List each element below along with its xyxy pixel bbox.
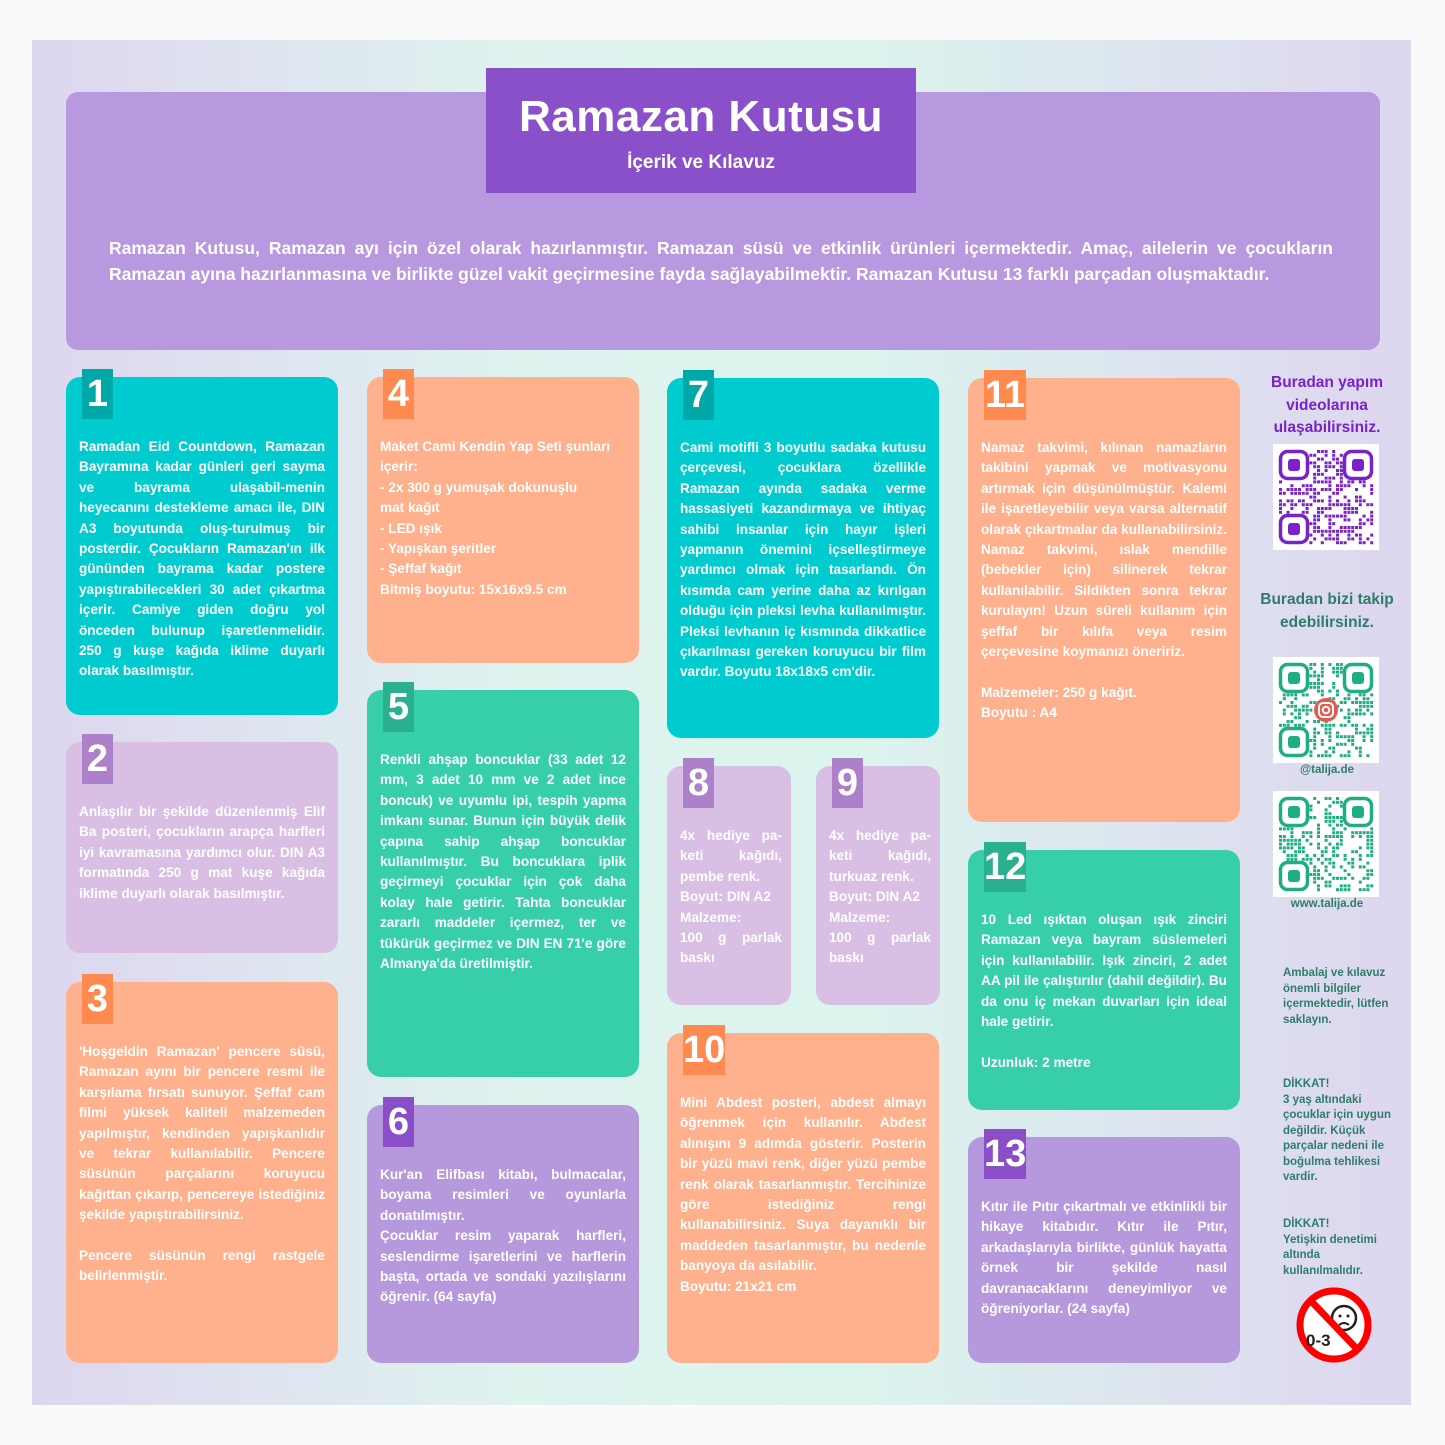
item-text: Maket Cami Kendin Yap Seti şunları içeri… [380,439,611,597]
follow-label: Buradan bizi takip edebilirsiniz. [1260,591,1394,631]
item-card-3: 3 'Hoşgeldin Ramazan' pencere süsü, Ramaz… [66,974,338,1363]
age-restriction-icon: 0-3 [1294,1286,1374,1364]
page-title: Ramazan Kutusu [519,92,883,141]
age-label: 0-3 [1306,1331,1331,1350]
packaging-note: Ambalaj ve kılavuz önemli bilgiler içerm… [1283,967,1389,1026]
item-number: 2 [82,734,113,784]
instagram-handle[interactable]: @talija.de [1299,764,1355,776]
item-number: 1 [82,369,113,419]
intro-text: Ramazan Kutusu, Ramazan ayı için özel ol… [109,238,1333,284]
item-text: 'Hoşgeldin Ramazan' pencere süsü, Ramaza… [79,1044,325,1284]
item-number: 7 [683,370,714,420]
item-number: 8 [683,758,714,808]
item-text: Anlaşılır bir şekilde düzenlenmiş Elif B… [79,804,325,901]
item-number: 5 [383,682,414,732]
item-text: Kıtır ile Pıtır çıkartmalı ve etkinlikli… [981,1199,1227,1317]
item-number: 10 [683,1025,725,1075]
website-qr-code[interactable] [1273,791,1379,897]
supervision-warning: DİKKAT! Yetişkin denetimi altında kullan… [1283,1218,1377,1277]
item-card-8: 8 4x hediye pa-keti kağıdı, pembe renk. B… [667,758,791,1005]
item-text: Kur'an Elifbası kitabı, bulmacalar, boya… [380,1167,626,1305]
item-number: 12 [984,842,1026,892]
title-box: Ramazan Kutusu İçerik ve Kılavuz [486,68,916,193]
choking-warning: DİKKAT! 3 yaş altındaki çocuklar için uy… [1283,1078,1391,1183]
item-number: 11 [984,370,1026,420]
item-text: Namaz takvimi, kılınan namazların takibi… [981,440,1227,721]
item-number: 13 [984,1129,1026,1179]
website-link[interactable]: www.talija.de [1290,898,1364,910]
item-card-9: 9 4x hediye pa-keti kağıdı, turkuaz renk.… [816,758,940,1005]
item-number: 4 [383,369,414,419]
item-text: 4x hediye pa-keti kağıdı, turkuaz renk. … [829,828,931,966]
item-text: Cami motifli 3 boyutlu sadaka kutusu çer… [680,440,926,680]
videos-label: Buradan yapım videolarına ulaşabilirsini… [1271,374,1383,436]
item-number: 3 [82,974,113,1024]
page-subtitle: İçerik ve Kılavuz [627,152,775,173]
item-text: Renkli ahşap boncuklar (33 adet 12 mm, 3… [380,752,626,972]
instagram-qr-code[interactable] [1273,657,1379,763]
item-number: 6 [383,1097,414,1147]
item-number: 9 [832,758,863,808]
item-text: 4x hediye pa-keti kağıdı, pembe renk. Bo… [680,828,782,966]
item-card-12: 12 10 Led ışıktan oluşan ışık zinciri Ram… [968,842,1240,1110]
video-qr-code[interactable] [1273,444,1379,550]
item-text: 10 Led ışıktan oluşan ışık zinciri Ramaz… [981,912,1227,1070]
item-text: Mini Abdest posteri, abdest almayı öğren… [680,1095,926,1294]
item-text: Ramadan Eid Countdown, Ramazan Bayramına… [79,439,325,679]
